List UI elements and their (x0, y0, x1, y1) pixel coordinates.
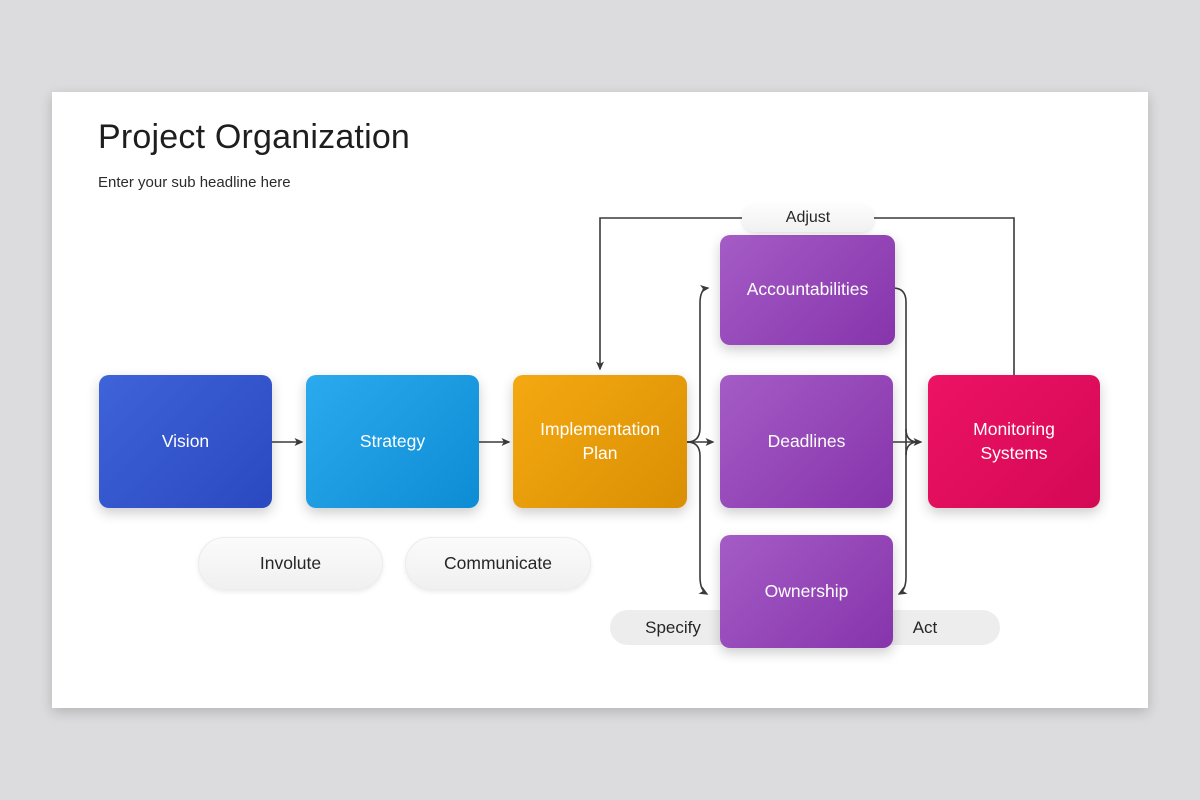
slide-card: Project Organization Enter your sub head… (52, 92, 1148, 708)
flow-node-monitoring-systems: Monitoring Systems (928, 375, 1100, 508)
act-label: Act (912, 617, 938, 637)
slide-title: Project Organization (98, 118, 411, 156)
flow-node-implementation-plan: Implementation Plan (513, 375, 687, 508)
communicate-pill: Communicate (405, 537, 591, 590)
communicate-label: Communicate (444, 553, 552, 573)
flow-node-ownership: Ownership (720, 535, 893, 648)
specify-label: Specify (645, 617, 701, 637)
arrow-branch-accountabilities (686, 284, 710, 443)
flow-node-label: Strategy (359, 430, 426, 451)
merge-curve-bottom (905, 441, 919, 456)
flow-node-label: Deadlines (767, 430, 846, 451)
flow-node-vision: Vision (99, 375, 272, 508)
flow-node-label: Implementation Plan (540, 419, 660, 463)
flow-node-label: Accountabilities (746, 279, 869, 300)
slide-subtitle: Enter your sub headline here (98, 174, 291, 191)
flow-node-accountabilities: Accountabilities (720, 235, 895, 345)
involute-pill: Involute (198, 537, 383, 590)
flow-node-strategy: Strategy (306, 375, 479, 508)
flow-node-label: Ownership (764, 580, 849, 601)
flow-node-label: Vision (161, 430, 210, 451)
flow-node-deadlines: Deadlines (720, 375, 893, 508)
adjust-label: Adjust (785, 209, 831, 226)
arrow-branch-ownership-left (686, 441, 709, 595)
flow-node-label: Monitoring Systems (973, 419, 1055, 463)
adjust-pill: Adjust (742, 204, 874, 232)
merge-curve-top (905, 428, 919, 443)
involute-label: Involute (259, 553, 322, 573)
